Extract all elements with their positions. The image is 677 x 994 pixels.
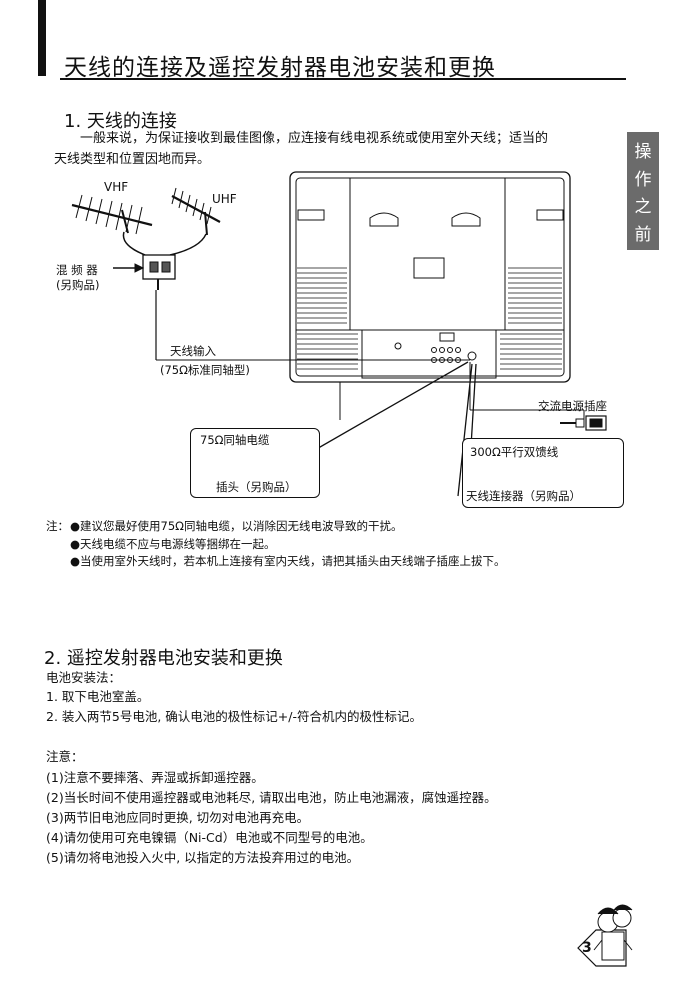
antenna-input-label: 天线输入 — [170, 344, 216, 358]
antenna-connector-label: 天线连接器（另购品） — [466, 489, 581, 503]
ac-outlet-icon — [560, 415, 607, 431]
mascot-icon — [577, 904, 633, 967]
side-tab-char: 前 — [634, 224, 652, 245]
coax-callout — [190, 428, 320, 498]
antenna-input-spec: (75Ω标准同轴型) — [160, 363, 250, 377]
caution-item: (4)请勿使用可充电镍镉（Ni-Cd）电池或不同型号的电池。 — [46, 830, 373, 845]
note-item: ●当使用室外天线时，若本机上连接有室内天线，请把其插头由天线端子插座上拔下。 — [70, 554, 506, 568]
side-tab-char: 之 — [634, 197, 652, 218]
twin-lead-callout — [462, 438, 624, 508]
tv-back-icon — [289, 171, 571, 420]
page-number: 3 — [582, 940, 592, 956]
install-title: 电池安装法： — [46, 670, 122, 685]
twin-lead-label: 300Ω平行双馈线 — [470, 445, 559, 459]
ac-outlet-label: 交流电源插座 — [538, 399, 607, 413]
caution-item: (2)当长时间不使用遥控器或电池耗尽, 请取出电池，防止电池漏液，腐蚀遥控器。 — [46, 790, 497, 805]
side-tab-char: 操 — [634, 142, 652, 163]
title-rule — [60, 78, 626, 80]
intro-line1: 一般来说，为保证接收到最佳图像，应连接有线电视系统或使用室外天线；适当的 — [80, 131, 549, 146]
vhf-label: VHF — [104, 180, 129, 194]
coax-plug-label: 插头（另购品） — [216, 480, 297, 494]
side-tab-char: 作 — [634, 169, 652, 190]
coax-title: 75Ω同轴电缆 — [200, 433, 270, 447]
section2-heading: 2. 遥控发射器电池安装和更换 — [44, 648, 283, 669]
note-item: ●建议您最好使用75Ω同轴电缆，以消除因无线电波导致的干扰。 — [70, 519, 403, 533]
mixer-icon — [113, 254, 176, 290]
caution-item: (1)注意不要摔落、弄湿或拆卸遥控器。 — [46, 770, 264, 785]
note-item: ●天线电缆不应与电源线等捆绑在一起。 — [70, 537, 276, 551]
header-bar — [38, 0, 46, 76]
uhf-antenna-icon — [169, 187, 221, 256]
side-tab: 操 作 之 前 — [627, 132, 659, 250]
uhf-label: UHF — [212, 192, 237, 206]
install-step: 2. 装入两节5号电池, 确认电池的极性标记+/-符合机内的极性标记。 — [46, 709, 422, 724]
caution-item: (5)请勿将电池投入火中, 以指定的方法投弃用过的电池。 — [46, 850, 360, 865]
mixer-label: 混 频 器 — [56, 263, 98, 277]
caution-item: (3)两节旧电池应同时更换, 切勿对电池再充电。 — [46, 810, 310, 825]
mixer-sublabel: (另购品) — [56, 278, 100, 292]
caution-title: 注意： — [46, 749, 84, 764]
vhf-antenna-icon — [71, 194, 153, 256]
section1-heading: 1. 天线的连接 — [64, 111, 177, 132]
page-title: 天线的连接及遥控发射器电池安装和更换 — [64, 55, 496, 81]
intro-line2: 天线类型和位置因地而异。 — [54, 152, 211, 167]
install-step: 1. 取下电池室盖。 — [46, 689, 150, 704]
notes-prefix: 注： — [46, 519, 69, 533]
